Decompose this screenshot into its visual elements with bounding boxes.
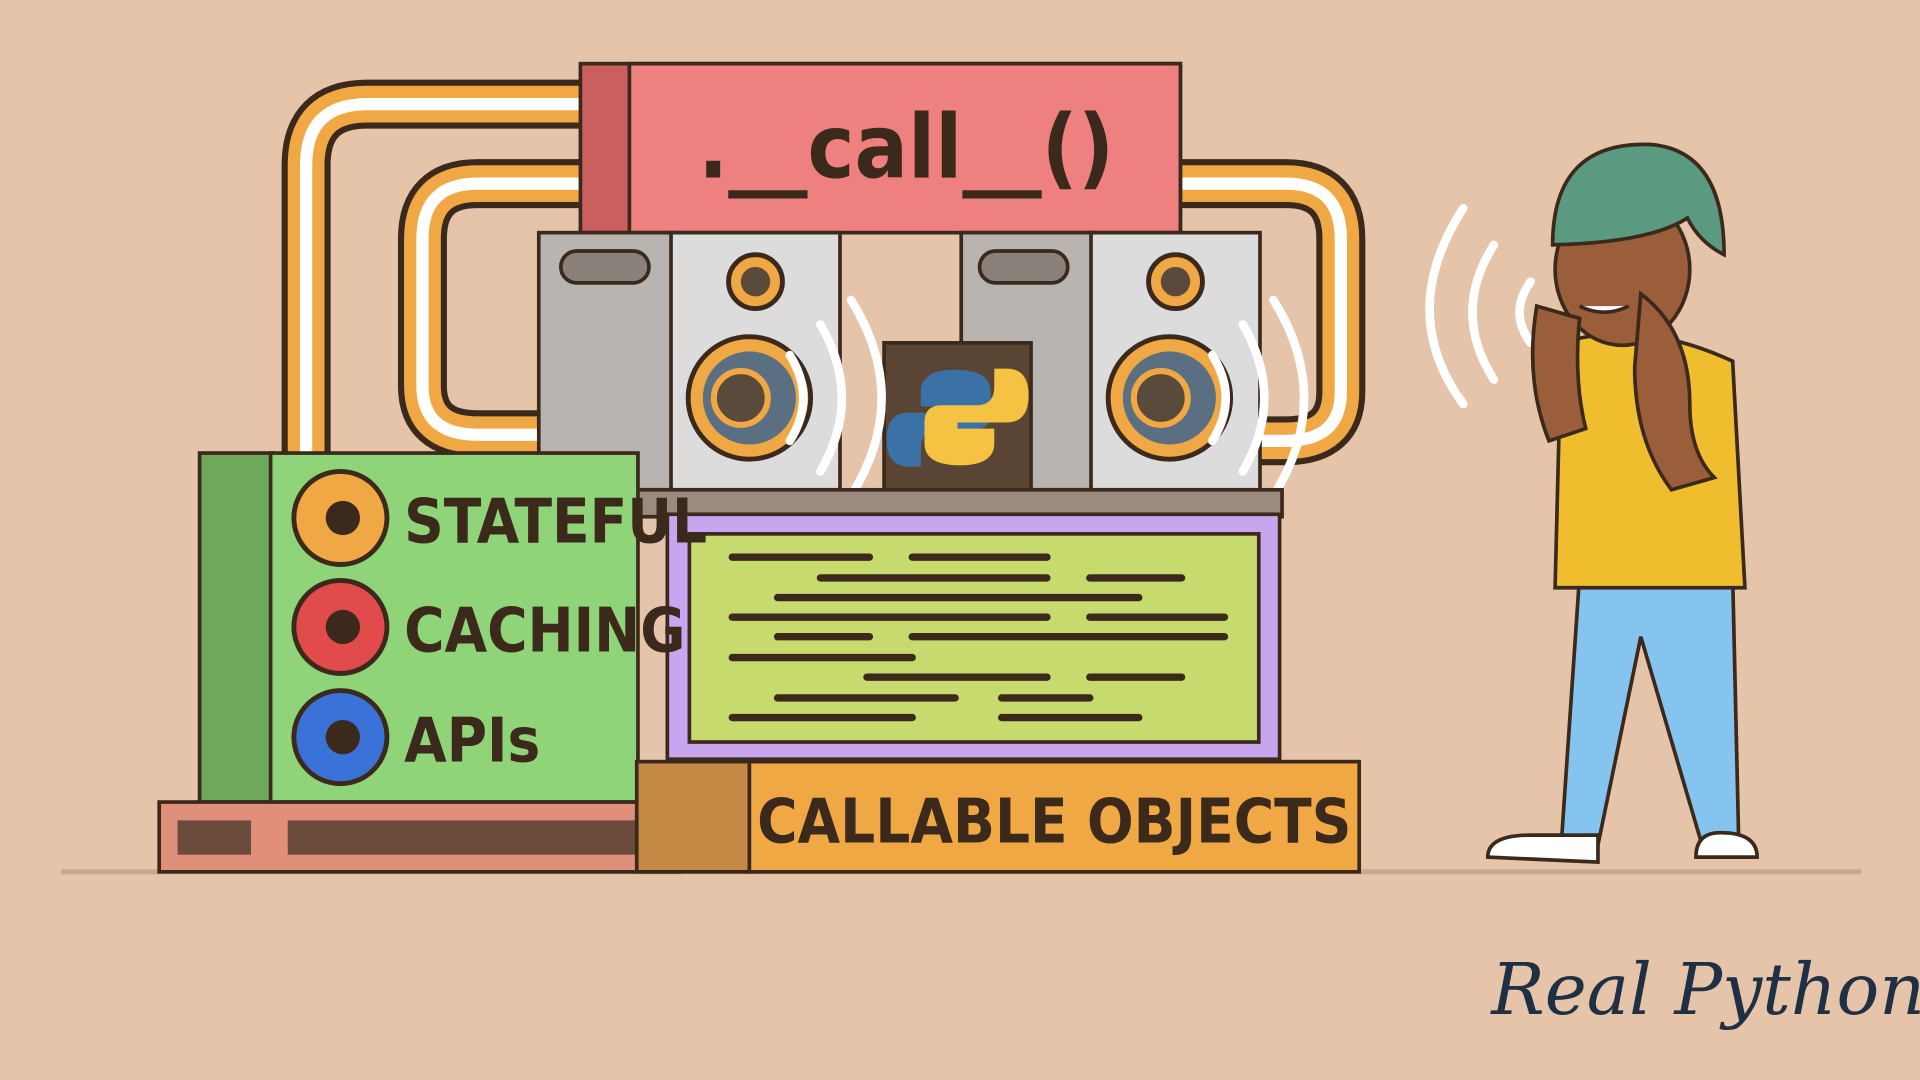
python-logo-box: [882, 341, 1033, 492]
feature-apis: APIs: [291, 688, 540, 787]
call-method-sign: .__call__(): [578, 61, 1183, 235]
feature-label-caching: CACHING: [404, 595, 685, 666]
feature-label-apis: APIs: [404, 706, 540, 777]
real-python-logo: Real Python: [1489, 948, 1920, 1031]
feature-label-stateful: STATEFUL: [404, 486, 707, 557]
callable-objects-sign: CALLABLE OBJECTS: [747, 759, 1362, 874]
features-panel: STATEFUL CACHING APIs: [197, 451, 707, 804]
feature-stateful: STATEFUL: [291, 468, 707, 567]
speaker-left: [536, 230, 842, 492]
callable-objects-label: CALLABLE OBJECTS: [757, 786, 1351, 857]
code-screen: [634, 487, 1284, 762]
base-blocks: [157, 759, 755, 874]
feature-caching: CACHING: [291, 577, 685, 676]
sound-wave-icons: [785, 203, 1535, 501]
call-method-label: .__call__(): [698, 96, 1114, 199]
cables: [281, 79, 1366, 490]
person-character: [1485, 142, 1759, 864]
